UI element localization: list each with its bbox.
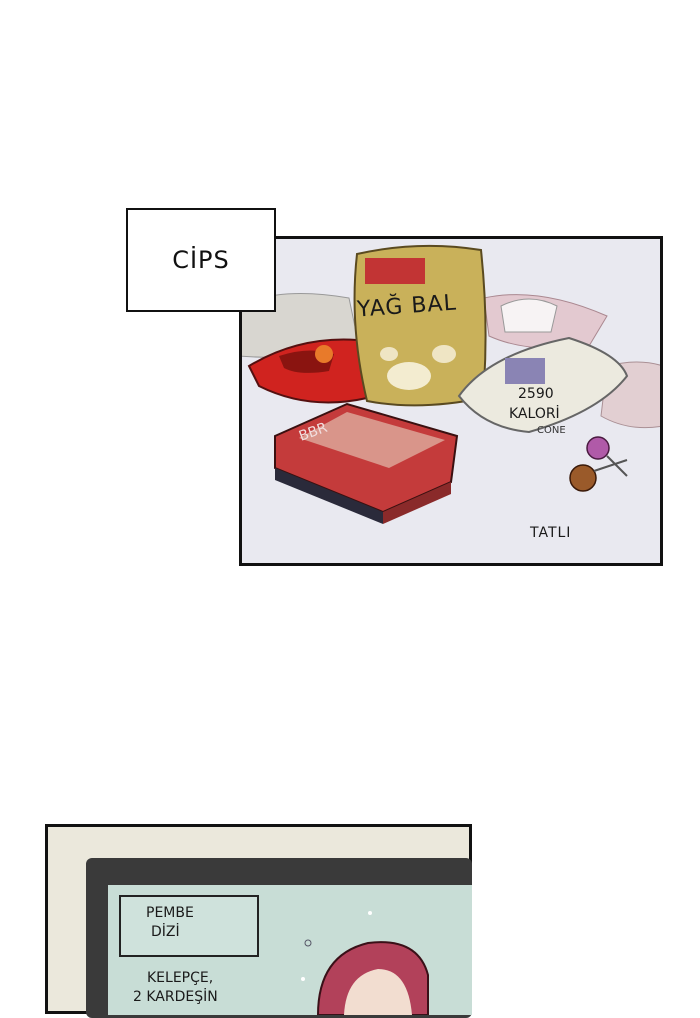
tv-text-line2: 2 KARDEŞİN <box>133 989 218 1005</box>
calorie-number: 2590 <box>518 386 554 402</box>
calorie-label: KALORİ <box>509 406 560 422</box>
caption-box: CİPS <box>126 208 276 312</box>
cone-label: CONE <box>537 425 566 436</box>
tv-caption-line2: DİZİ <box>151 924 180 940</box>
caption-text: CİPS <box>172 246 230 274</box>
tv-caption-line1: PEMBE <box>146 905 194 921</box>
snack-panel: BBR <box>239 236 663 566</box>
snack-illustration: BBR <box>242 244 660 524</box>
sweets-label: TATLI <box>530 525 572 541</box>
tv-caption-box <box>119 895 259 957</box>
tv-text-line1: KELEPÇE, <box>147 970 214 986</box>
